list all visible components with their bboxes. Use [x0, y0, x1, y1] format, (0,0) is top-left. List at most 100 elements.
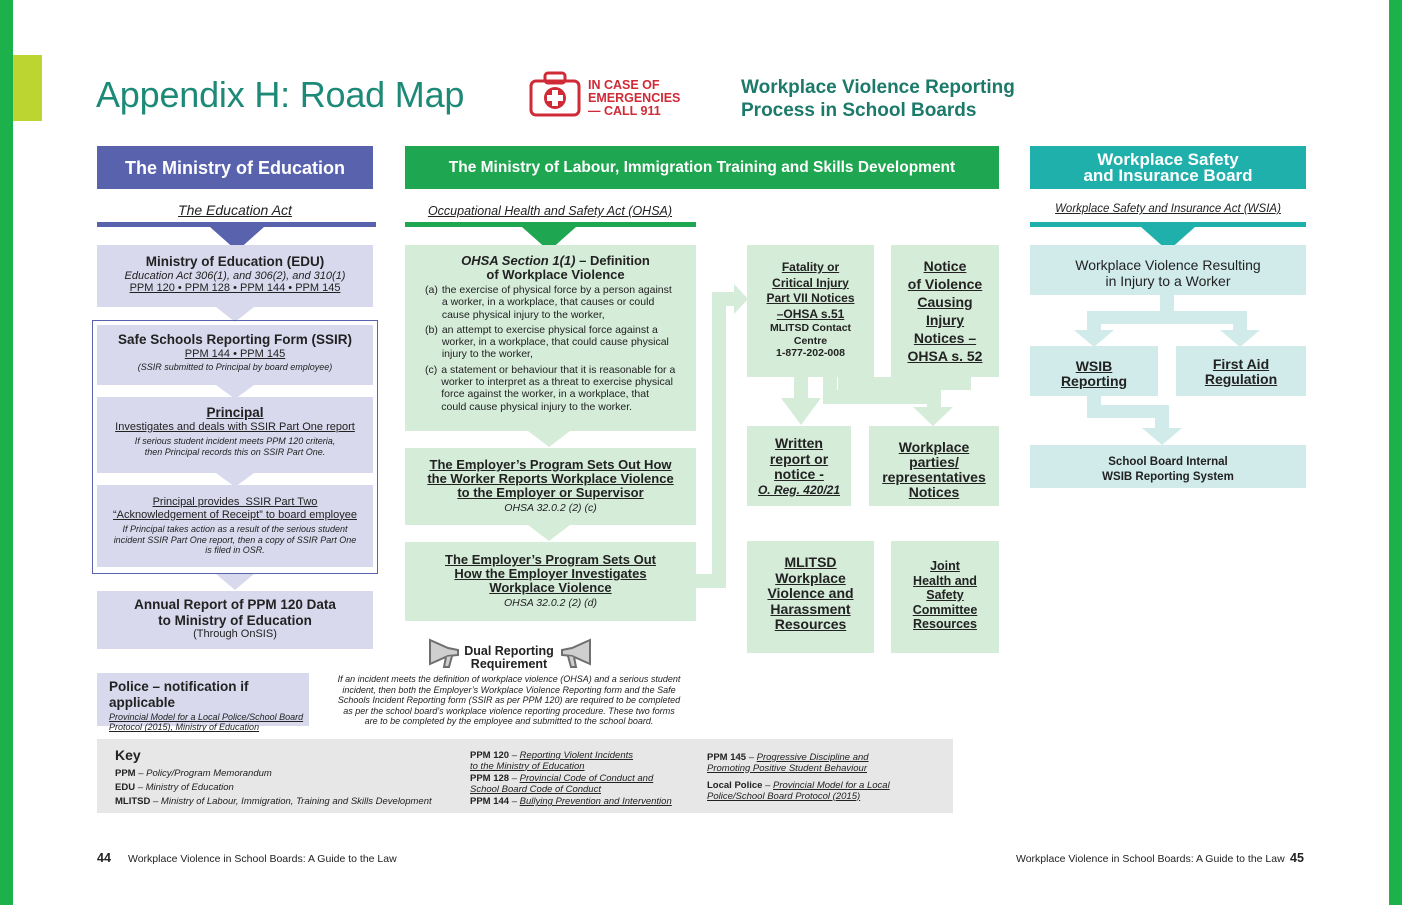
def-item-text: an attempt to exercise physical force ag…	[441, 323, 669, 361]
notice-top-join	[838, 377, 971, 390]
key-text: Ministry of Education	[145, 782, 234, 793]
education-act-bar	[97, 222, 376, 227]
wsib-reporting-box: WSIB Reporting	[1030, 346, 1158, 396]
mlitsd-resources-box: MLITSD Workplace Violence and Harassment…	[747, 541, 874, 653]
right-edge-bar	[1389, 0, 1402, 905]
process-title: Workplace Violence Reporting Process in …	[741, 77, 1015, 121]
connector-top	[712, 292, 736, 306]
key-abbr: PPM 120	[470, 750, 510, 761]
wsib-internal-title: School Board Internal WSIB Reporting Sys…	[1102, 456, 1234, 483]
ohsa-act-bar	[405, 222, 696, 227]
key-text: Progressive Discipline and	[756, 752, 869, 763]
fatality-notice-title: Fatality or Critical Injury Part VII Not…	[766, 260, 855, 321]
ministry-education-box: Ministry of Education (EDU) Education Ac…	[97, 245, 373, 307]
ssir-group-frame	[92, 320, 378, 574]
right-page-number: 45	[1290, 851, 1304, 865]
edu-box-title: Ministry of Education (EDU)	[145, 254, 325, 269]
right-footer-text: Workplace Violence in School Boards: A G…	[1016, 853, 1285, 865]
police-protocol: Provincial Model for a Local Police/Scho…	[109, 712, 304, 733]
key-panel: Key PPM – Policy/Program Memorandum EDU …	[97, 739, 953, 813]
ministry-labour-header: The Ministry of Labour, Immigration Trai…	[405, 146, 999, 189]
police-title: Police – notification if applicable	[109, 679, 249, 710]
key-text: Promoting Positive Student Behaviour	[707, 762, 868, 774]
principal-provides-text: Principal provides SSIR Part Two “Acknow…	[113, 496, 357, 521]
key-row: PPM 128 – Provincial Code of Conduct and…	[470, 773, 654, 795]
def-item-text: the exercise of physical force by a pers…	[441, 284, 672, 321]
key-row: EDU – Ministry of Education	[115, 782, 234, 793]
key-row: MLITSD – Ministry of Labour, Immigration…	[115, 796, 432, 807]
key-abbr: MLITSD	[115, 796, 151, 807]
notice-join-bar	[823, 390, 934, 404]
key-row: Local Police – Provincial Model for a Lo…	[707, 780, 890, 802]
key-abbr: Local Police	[707, 780, 763, 791]
parties-stem	[927, 390, 941, 408]
ohsa-section-ref: OHSA Section 1(1)	[461, 253, 576, 268]
jhsc-resources-box: Joint Health and Safety Committee Resour…	[891, 541, 999, 653]
fatality-down-stem	[794, 377, 808, 399]
megaphone-icon	[558, 638, 596, 670]
wsib-right-stem	[1233, 311, 1247, 331]
mlitsd-resources-title: MLITSD Workplace Violence and Harassment…	[767, 554, 854, 632]
wsib-reporting-title: WSIB Reporting	[1060, 358, 1128, 389]
def-item-text: a statement or behaviour that it is reas…	[441, 363, 676, 413]
notice-violence-title: Notice of Violence Causing Injury Notice…	[907, 258, 983, 364]
key-text: Provincial Code of Conduct and	[519, 773, 654, 784]
ministry-education-header: The Ministry of Education	[97, 146, 373, 189]
edu-arrow-4	[216, 574, 254, 590]
employer-program-investigate-title: The Employer’s Program Sets Out How the …	[445, 552, 656, 595]
wsib-left-stem	[1087, 311, 1101, 331]
page-title: Appendix H: Road Map	[96, 74, 465, 115]
wsib-left-arrow	[1074, 330, 1114, 347]
emergency-call-text: IN CASE OF EMERGENCIES — CALL 911	[588, 78, 681, 118]
ohsa-def-item-a: (a)the exercise of physical force by a p…	[425, 284, 686, 321]
wsib-bend-bar	[1087, 405, 1169, 418]
key-text: to the Ministry of Education	[470, 760, 585, 772]
wsib-result-box: Workplace Violence Resulting in Injury t…	[1030, 245, 1306, 295]
def-item-tag: (c)	[425, 363, 438, 376]
parties-arrow	[913, 407, 953, 426]
written-report-title: Written report or notice -	[769, 435, 829, 482]
wsib-internal-arrow	[1142, 428, 1182, 445]
key-abbr: PPM 144	[470, 796, 510, 807]
edu-arrow-3	[216, 473, 254, 487]
principal-provides-box: Principal provides SSIR Part Two “Acknow…	[97, 485, 373, 567]
key-abbr: PPM 145	[707, 752, 747, 763]
ohsa-def-item-b: (b)an attempt to exercise physical force…	[425, 324, 686, 361]
key-text: Police/School Board Protocol (2015)	[707, 790, 861, 802]
wsib-internal-stem	[1155, 405, 1169, 429]
accent-tab	[13, 55, 42, 121]
wsia-act-bar	[1030, 222, 1306, 227]
employer-program-report-box: The Employer’s Program Sets Out How the …	[405, 448, 696, 525]
annual-report-title: Annual Report of PPM 120 Data to Ministr…	[134, 597, 336, 628]
edu-act-sections: Education Act 306(1), and 306(2), and 31…	[124, 269, 346, 282]
first-aid-kit-icon	[529, 70, 581, 118]
key-text: Bullying Prevention and Intervention	[519, 796, 672, 807]
ohsa-definition-box: OHSA Section 1(1) – Definition of Workpl…	[405, 245, 696, 431]
ohsa-definition-list: (a)the exercise of physical force by a p…	[425, 284, 686, 413]
first-aid-regulation-box: First Aid Regulation	[1176, 346, 1306, 396]
edu-arrow-2	[216, 385, 254, 399]
jhsc-resources-title: Joint Health and Safety Committee Resour…	[912, 559, 978, 631]
dual-reporting-text: If an incident meets the definition of w…	[337, 674, 681, 726]
key-row: PPM – Policy/Program Memorandum	[115, 768, 272, 779]
key-title: Key	[115, 747, 141, 763]
key-text: Reporting Violent Incidents	[519, 750, 634, 761]
ohsa-def-item-c: (c)a statement or behaviour that it is r…	[425, 364, 686, 413]
key-abbr: PPM 128	[470, 773, 510, 784]
wsib-result-title: Workplace Violence Resulting in Injury t…	[1075, 257, 1261, 289]
principal-note: If serious student incident meets PPM 12…	[134, 436, 336, 457]
ohsa-definition-title: OHSA Section 1(1) – Definition of Workpl…	[425, 254, 686, 282]
wsib-internal-box: School Board Internal WSIB Reporting Sys…	[1030, 445, 1306, 488]
left-edge-bar	[0, 0, 13, 905]
wsib-split-bar	[1087, 311, 1247, 324]
fatality-contact: MLITSD Contact Centre 1-877-202-008	[769, 322, 852, 359]
education-act-label: The Education Act	[178, 202, 292, 218]
employer-program-investigate-box: The Employer’s Program Sets Out How the …	[405, 542, 696, 621]
workplace-parties-box: Workplace parties/ representatives Notic…	[869, 426, 999, 506]
connector-vertical	[712, 292, 726, 588]
employer-program-report-ref: OHSA 32.0.2 (2) (c)	[504, 502, 597, 514]
key-column-1: PPM – Policy/Program Memorandum EDU – Mi…	[115, 768, 432, 808]
left-page-number: 44	[97, 851, 111, 865]
